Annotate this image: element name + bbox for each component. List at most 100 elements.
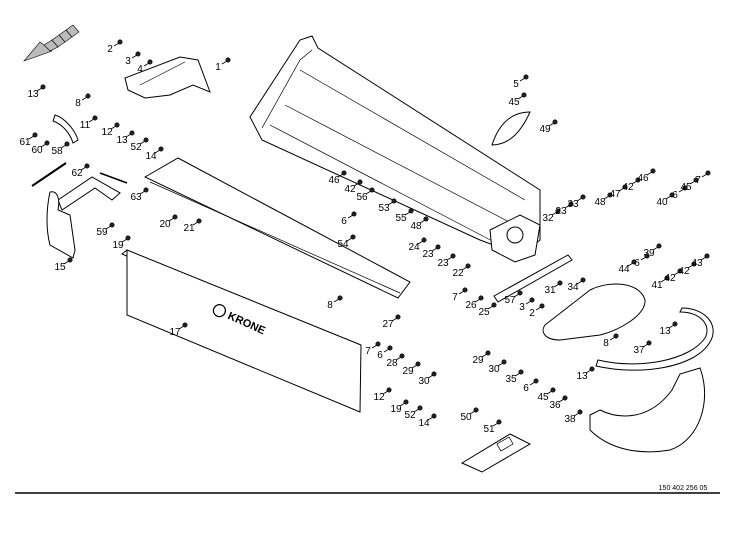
hardware-part	[622, 184, 628, 190]
hardware-part	[580, 194, 586, 200]
callout-label: 63	[130, 192, 142, 203]
callout-label: 6	[377, 350, 383, 361]
part-34-plate	[542, 283, 646, 341]
hardware-part	[421, 237, 427, 243]
hardware-part	[351, 211, 357, 217]
callout-label: 26	[465, 300, 477, 311]
callout-label: 19	[390, 404, 402, 415]
callout-label: 19	[112, 240, 124, 251]
callout-label: 17	[169, 327, 181, 338]
hardware-part	[613, 333, 619, 339]
callout-label: 46	[328, 175, 340, 186]
callout-label: 48	[410, 221, 422, 232]
callout-label: 33	[567, 199, 579, 210]
callout-label: 59	[96, 227, 108, 238]
hardware-part	[387, 345, 393, 351]
hardware-part	[650, 168, 656, 174]
hardware-part	[465, 263, 471, 269]
hardware-part	[552, 119, 558, 125]
callout-label: 52	[130, 142, 142, 153]
hardware-part	[417, 405, 423, 411]
callout-label: 49	[539, 124, 551, 135]
hardware-part	[693, 177, 699, 183]
hardware-part	[577, 409, 583, 415]
hardware-part	[431, 413, 437, 419]
part-63-rod	[99, 172, 128, 184]
callout-label: 13	[659, 326, 671, 337]
hardware-part	[109, 222, 115, 228]
callout-label: 5	[513, 79, 519, 90]
callout-label: 62	[71, 168, 83, 179]
hardware-part	[135, 51, 141, 57]
part-38-guard	[589, 367, 706, 453]
callout-label: 45	[537, 392, 549, 403]
hardware-part	[182, 322, 188, 328]
hardware-part	[225, 57, 231, 63]
hardware-part	[501, 359, 507, 365]
callout-label: 4	[137, 64, 143, 75]
hardware-part	[357, 179, 363, 185]
callout-label: 15	[54, 262, 66, 273]
hardware-part	[196, 218, 202, 224]
hardware-part	[403, 399, 409, 405]
hardware-part	[518, 369, 524, 375]
callout-label: 31	[544, 285, 556, 296]
hardware-part	[557, 280, 563, 286]
hardware-part	[491, 302, 497, 308]
callout-label: 7	[452, 292, 458, 303]
hardware-part	[143, 137, 149, 143]
callout-label: 36	[549, 400, 561, 411]
callout-label: 61	[19, 137, 31, 148]
part-15-cover	[46, 191, 76, 259]
hardware-part	[644, 253, 650, 259]
hardware-part	[677, 268, 683, 274]
callout-label: 52	[404, 410, 416, 421]
callout-label: 50	[460, 412, 472, 423]
hardware-part	[147, 59, 153, 65]
hardware-part	[435, 244, 441, 250]
callout-label: 42	[664, 273, 676, 284]
hardware-part	[395, 314, 401, 320]
callout-label: 13	[576, 371, 588, 382]
hardware-part	[386, 387, 392, 393]
callout-label: 14	[145, 151, 157, 162]
hardware-part	[143, 187, 149, 193]
hardware-part	[669, 192, 675, 198]
callout-label: 47	[609, 189, 621, 200]
callout-label: 6	[523, 383, 529, 394]
part-49	[491, 111, 531, 146]
callout-label: 12	[373, 392, 385, 403]
hardware-part	[450, 253, 456, 259]
callout-label: 6	[672, 190, 678, 201]
part-21-plate	[143, 157, 411, 299]
callout-label: 3	[519, 302, 525, 313]
hardware-part	[555, 208, 561, 214]
main-frame	[249, 35, 541, 263]
callout-label: 30	[418, 376, 430, 387]
callout-label: 30	[488, 364, 500, 375]
callout-label: 23	[555, 206, 567, 217]
hardware-part	[67, 257, 73, 263]
hardware-part	[85, 93, 91, 99]
hardware-part	[158, 146, 164, 152]
callout-label: 28	[386, 358, 398, 369]
hardware-part	[423, 216, 429, 222]
callout-label: 39	[643, 248, 655, 259]
callout-label: 40	[656, 197, 668, 208]
callout-label: 45	[508, 97, 520, 108]
hardware-part	[568, 201, 574, 207]
hardware-part	[580, 277, 586, 283]
callout-label: 57	[504, 295, 516, 306]
hardware-part	[44, 140, 50, 146]
hardware-part	[691, 261, 697, 267]
hardware-part	[431, 371, 437, 377]
callout-label: 3	[125, 56, 131, 67]
callout-label: 46	[637, 173, 649, 184]
hardware-part	[523, 74, 529, 80]
hardware-part	[473, 407, 479, 413]
callout-label: 53	[378, 203, 390, 214]
callout-label: 44	[618, 264, 630, 275]
hardware-part	[521, 92, 527, 98]
callout-label: 6	[634, 258, 640, 269]
